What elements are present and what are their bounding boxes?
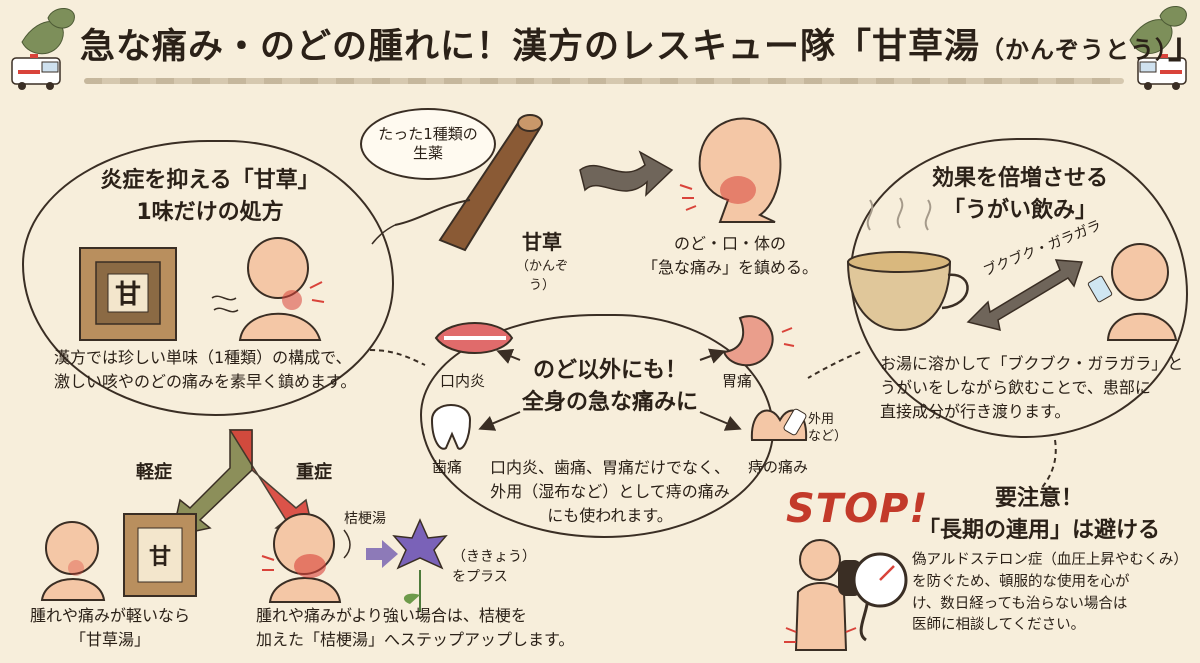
throat-effect: のど・口・体の「急な痛み」を鎮める。 bbox=[641, 234, 818, 277]
sachet-icon bbox=[123, 513, 197, 597]
title-underline bbox=[84, 78, 1124, 84]
mild-label: 軽症 bbox=[136, 462, 172, 483]
coughing-person-icon bbox=[211, 237, 325, 341]
mild-description: 腫れや痛みが軽いなら「甘草湯」 bbox=[30, 606, 191, 649]
left-description: 漢方では珍しい単味（1種類）の構成で、激しい咳やのどの痛みを素早く鎮めます。 bbox=[54, 348, 357, 391]
licorice-root-icon bbox=[371, 114, 543, 252]
right-heading: 効果を倍増させる「うがい飲み」 bbox=[931, 166, 1108, 223]
right-description: お湯に溶かして「ブクブク・ガラガラ」とうがいをしながら飲むことで、患部に直接成分… bbox=[880, 354, 1184, 421]
double-arrow-icon bbox=[966, 259, 1084, 332]
sachet-char: 甘 bbox=[149, 545, 171, 570]
sachet-icon bbox=[79, 247, 177, 341]
buttocks-icon bbox=[750, 408, 808, 441]
warning-heading: 要注意！「長期の連用」は避ける bbox=[917, 486, 1160, 543]
severe-description: 腫れや痛みがより強い場合は、桔梗を加えた「桔梗湯」へステップアップします。 bbox=[256, 606, 575, 649]
throat-head-icon bbox=[679, 117, 782, 223]
single-herb-bubble: たった1種類の生薬 bbox=[360, 108, 496, 180]
left-heading: 炎症を抑える「甘草」1味だけの処方 bbox=[100, 168, 320, 225]
left-section-frame bbox=[22, 140, 394, 416]
ambulance-icon bbox=[1137, 54, 1187, 90]
severe-label: 重症 bbox=[296, 462, 332, 483]
center-heading: のど以外にも！全身の急な痛みに bbox=[521, 358, 698, 415]
tea-cup-icon bbox=[846, 197, 969, 332]
stop-sign: STOP! bbox=[786, 486, 929, 532]
gargling-person-icon bbox=[1087, 243, 1178, 341]
page-title: 急な痛み・のどの腫れに！漢方のレスキュー隊「甘草湯（かんぞうとう）」 bbox=[80, 27, 1200, 67]
blood-pressure-gauge-icon bbox=[838, 552, 908, 642]
mild-person-icon bbox=[40, 521, 106, 601]
arrow-icon bbox=[366, 540, 398, 568]
center-description: 口内炎、歯痛、胃痛だけでなく、外用（湿布など）として痔の痛みにも使われます。 bbox=[490, 458, 731, 525]
stomach-icon bbox=[722, 315, 795, 367]
bellflower-icon bbox=[392, 518, 448, 612]
arrow-icon bbox=[579, 150, 674, 197]
kikyo-plus: （ききょう）をプラス bbox=[452, 549, 536, 585]
mouth-label: 口内炎 bbox=[440, 372, 486, 390]
tooth-icon bbox=[430, 404, 472, 450]
hemorrhoid-label: 痔の痛み bbox=[748, 458, 809, 476]
tooth-label: 歯痛 bbox=[432, 458, 463, 476]
external-use-label: 外用など） bbox=[808, 412, 848, 444]
leaf-icon bbox=[21, 6, 1187, 55]
herb-name: 甘草（かんぞう） bbox=[515, 230, 568, 293]
sachet-char: 甘 bbox=[115, 280, 141, 310]
swollen-person-icon bbox=[784, 539, 857, 651]
severe-person-icon bbox=[261, 513, 342, 603]
ambulance-icon bbox=[11, 54, 61, 90]
mouth-icon bbox=[434, 322, 514, 354]
kikyo-label: 桔梗湯 bbox=[344, 511, 386, 527]
warning-description: 偽アルドステロン症（血圧上昇やむくみ）を防ぐため、頓服的な使用を心がけ、数日経っ… bbox=[912, 552, 1188, 634]
stomach-label: 胃痛 bbox=[722, 372, 753, 390]
